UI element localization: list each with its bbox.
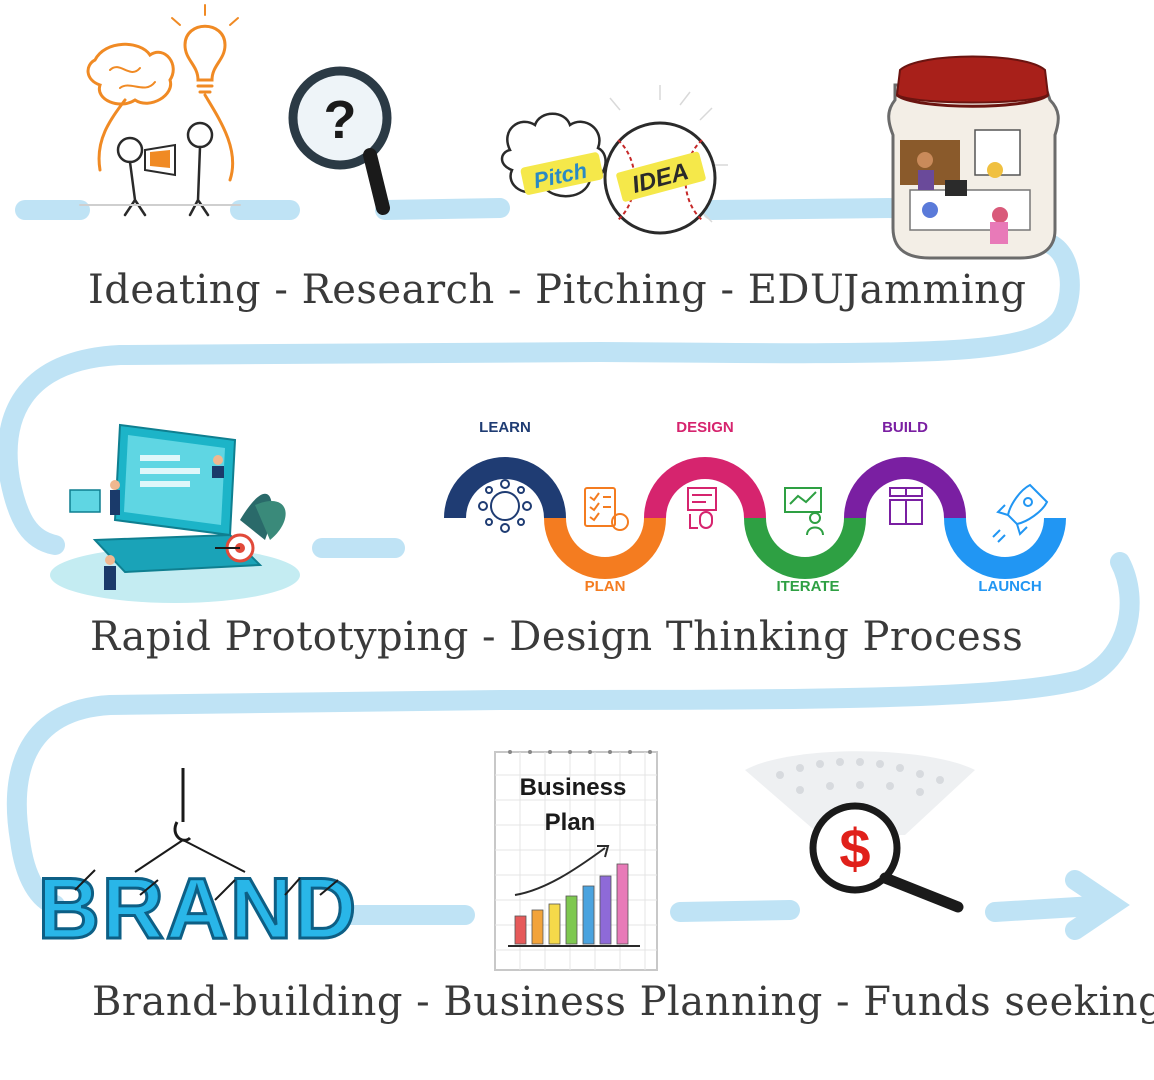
business-plan-illustration: Business Plan	[494, 750, 658, 971]
stage-segment-learn	[444, 457, 566, 519]
business-plan-bar	[616, 863, 629, 945]
row1-caption: Ideating - Research - Pitching - EDUJamm…	[88, 267, 1027, 313]
blocks-icon	[889, 487, 923, 525]
business-plan-bar	[599, 875, 612, 945]
business-plan-line1: Business	[520, 774, 627, 801]
rapid-prototyping-illustration	[50, 423, 300, 603]
pitch-idea-illustration: Pitch IDEA	[500, 85, 728, 235]
business-plan-bars	[514, 863, 629, 945]
row2-caption: Rapid Prototyping - Design Thinking Proc…	[90, 614, 1023, 660]
business-plan-bar	[514, 915, 527, 945]
stage-label-launch: LAUNCH	[978, 578, 1041, 595]
edujam-jar-illustration	[887, 55, 1060, 260]
dollar-sign-text: $	[839, 817, 870, 880]
brand-illustration: BRAND	[36, 768, 359, 959]
row3-caption: Brand-building - Business Planning - Fun…	[92, 979, 1154, 1025]
presentation-icon	[784, 487, 824, 536]
business-plan-bar	[582, 885, 595, 945]
magnifier-question-icon: ?	[288, 66, 392, 215]
business-plan-bar	[565, 895, 578, 945]
question-mark-text: ?	[324, 90, 357, 150]
business-plan-line2: Plan	[545, 809, 596, 836]
ideating-illustration	[79, 4, 241, 217]
business-plan-bar	[548, 903, 561, 945]
stage-label-learn: LEARN	[479, 419, 531, 436]
stage-segment-launch	[944, 517, 1066, 579]
stage-label-iterate: ITERATE	[776, 578, 839, 595]
stage-segment-iterate	[744, 517, 866, 579]
stage-segment-design	[644, 457, 766, 519]
design-tools-icon	[687, 487, 717, 529]
stage-label-plan: PLAN	[585, 578, 626, 595]
business-plan-bar	[531, 909, 544, 945]
stage-segment-build	[844, 457, 966, 519]
funds-seeking-illustration: $	[745, 751, 975, 913]
rocket-icon	[992, 483, 1049, 543]
brand-word: BRAND	[38, 861, 359, 957]
stage-segment-plan	[544, 517, 666, 579]
network-icon	[478, 479, 532, 533]
stage-label-build: BUILD	[882, 419, 928, 436]
stage-label-design: DESIGN	[676, 419, 734, 436]
design-thinking-process: LEARN PLAN DESIGN ITERATE BUILD LAUNCH	[444, 419, 1066, 595]
winding-path	[0, 198, 1140, 940]
checklist-icon	[584, 487, 629, 531]
